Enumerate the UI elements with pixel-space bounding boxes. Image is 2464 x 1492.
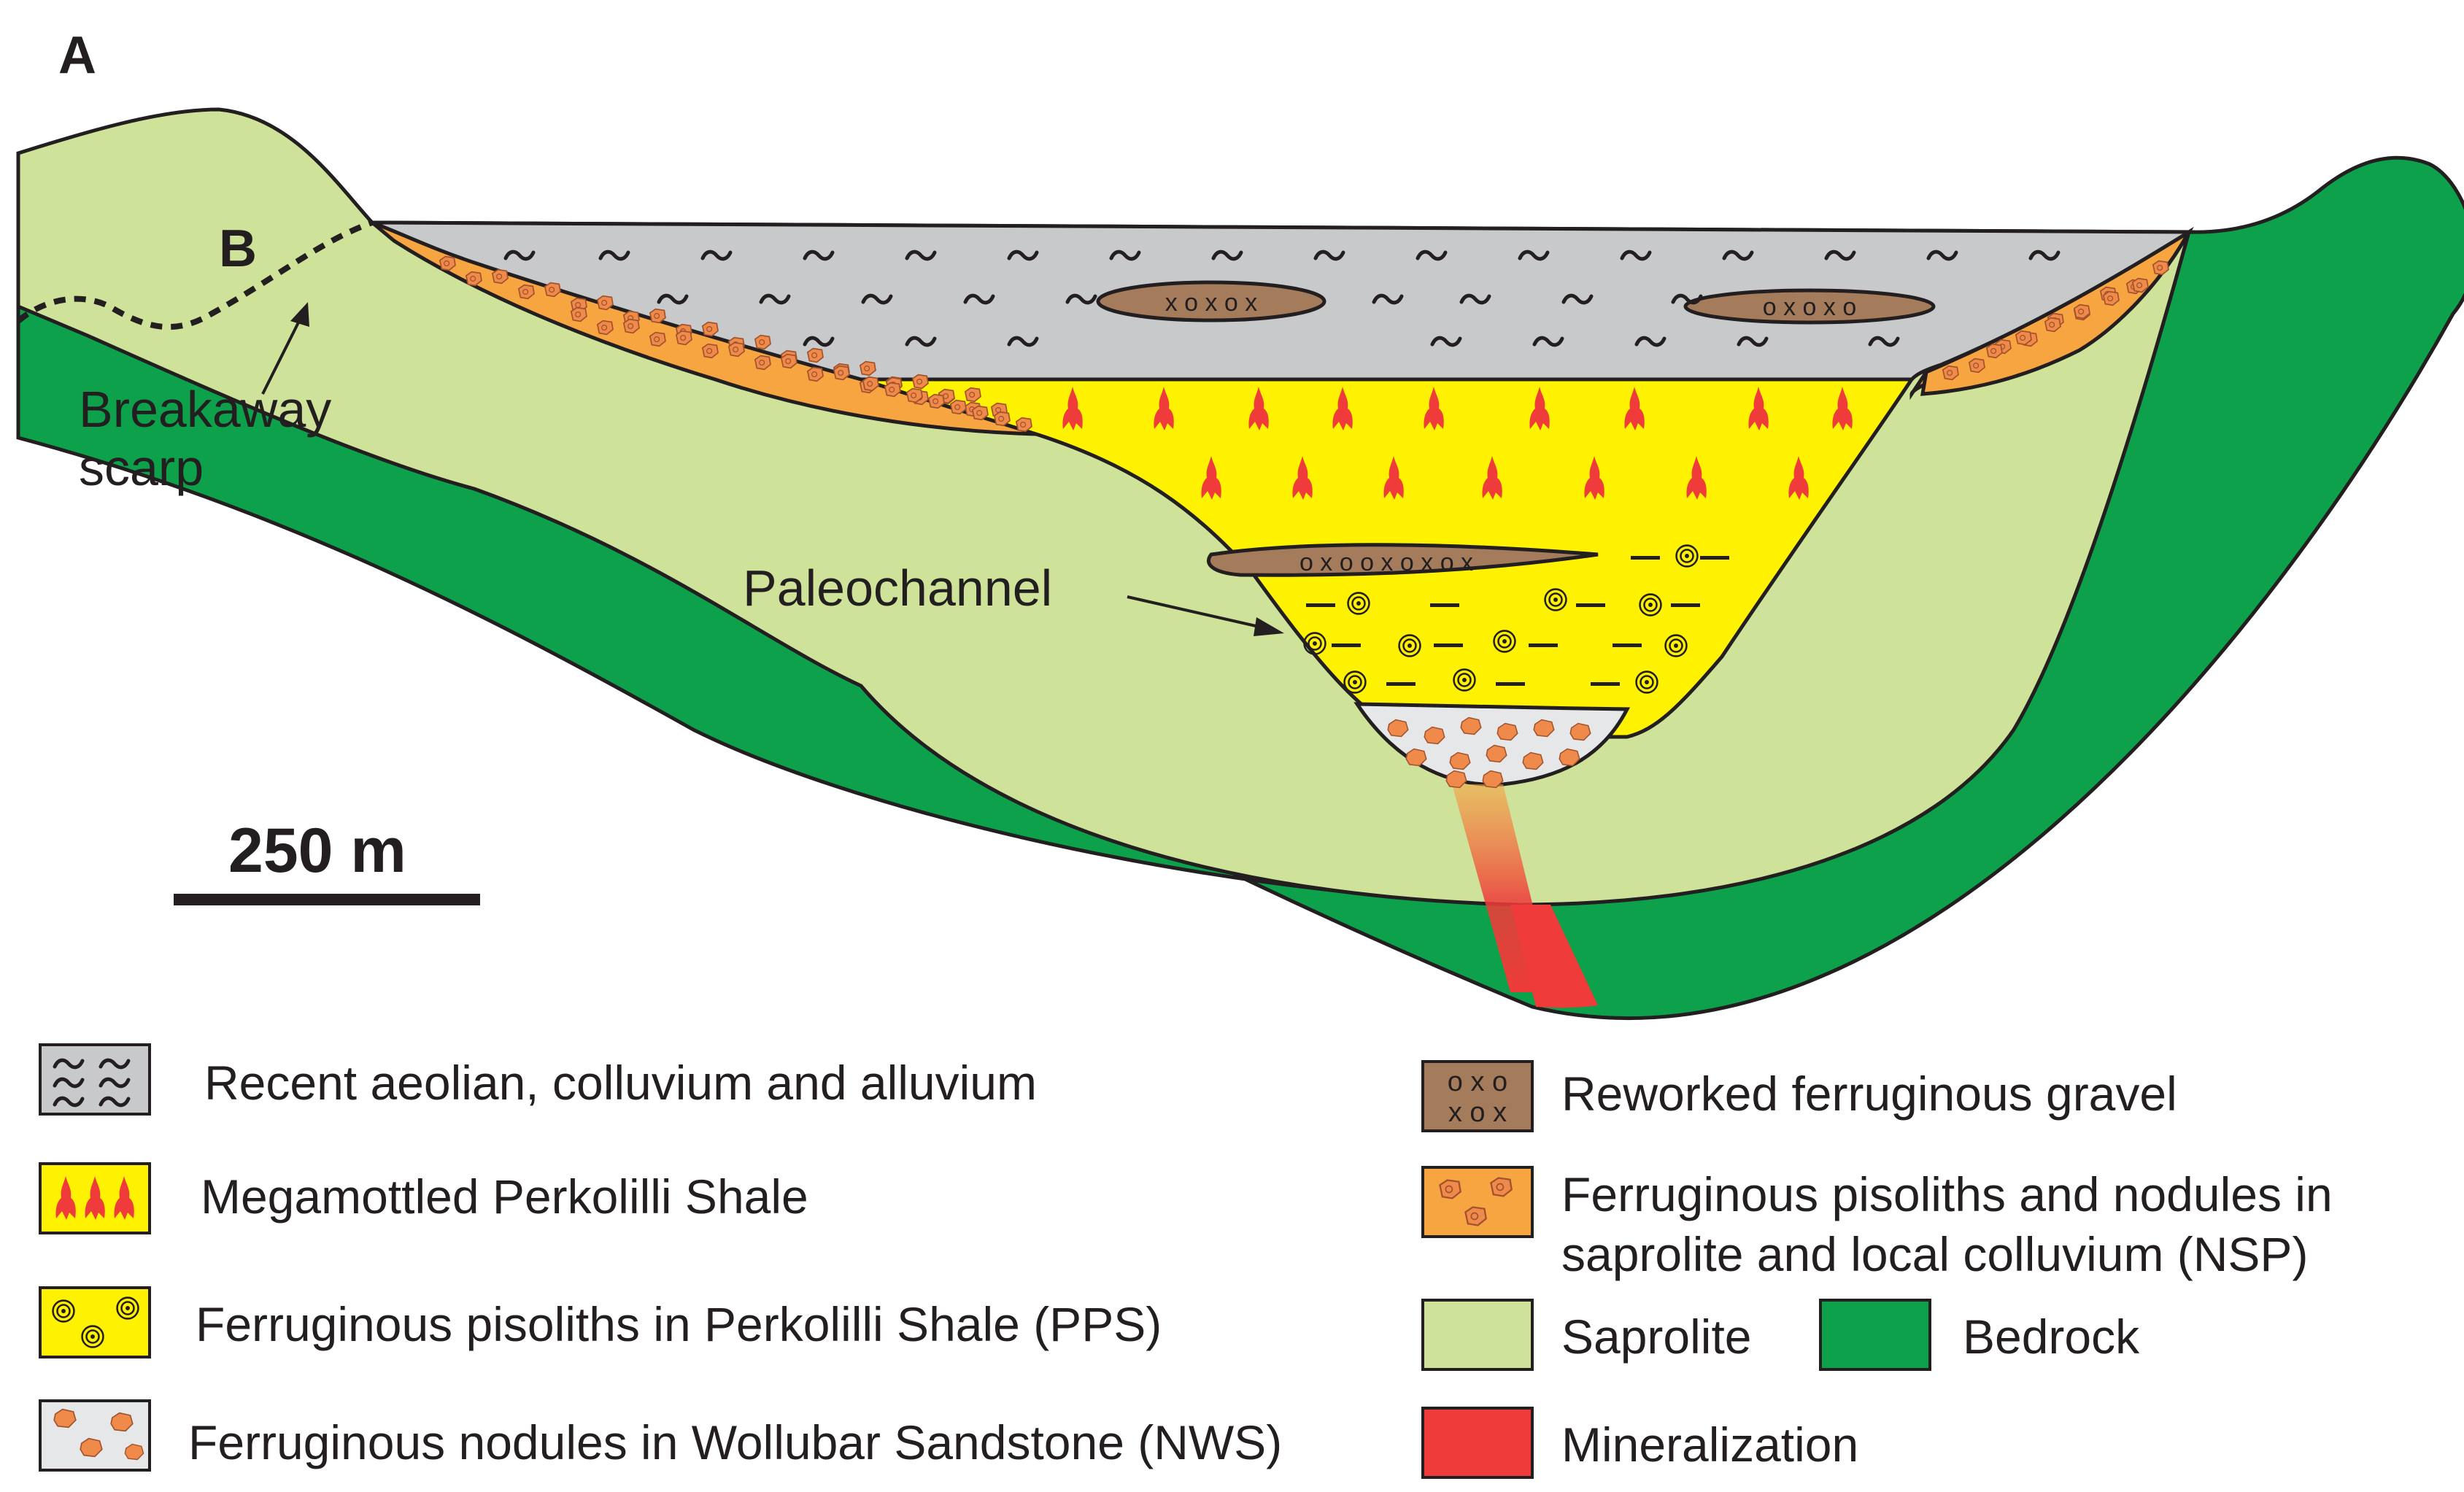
legend-item-megamottled: Megamottled Perkolilli Shale [39,1162,808,1234]
legend-swatch-nsp [1421,1166,1534,1238]
legend-gravel-symbols-1: o x o [1448,1067,1507,1097]
legend-item-gravel: o x o x o x Reworked ferruginous gravel [1421,1060,2177,1132]
shale-dash-mark [1430,603,1459,607]
legend-label-bedrock: Bedrock [1963,1310,2140,1364]
legend-label-gravel: Reworked ferruginous gravel [1561,1067,2177,1121]
legend-item-pps: Ferruginous pisoliths in Perkolilli Shal… [39,1286,1162,1358]
legend-swatch-saprolite [1421,1299,1534,1371]
legend-gravel-symbols-2: x o x [1448,1097,1507,1128]
legend-item-nws: Ferruginous nodules in Wollubar Sandston… [39,1399,1282,1472]
gravel-symbols: o x o o x o x o x [1299,549,1473,576]
shale-dash-mark [1496,682,1525,686]
gravel-symbols: x o x o x [1165,289,1258,317]
shale-dash-mark [1529,643,1558,647]
shale-dash-mark [1613,643,1642,647]
gravel-lens [1096,280,1326,322]
panel-label-b: B [219,220,257,278]
scale-bar [174,894,480,905]
legend-label-mineralization: Mineralization [1561,1418,1858,1472]
shale-dash-mark [1434,643,1463,647]
gravel-lens [1683,288,1936,325]
legend-item-nsp: Ferruginous pisoliths and nodules in sap… [1421,1166,2346,1281]
panel-label-a: A [58,26,96,85]
shale-dash-mark [1386,682,1416,686]
breakaway-scarp-label: Breakaway scarp [79,381,346,496]
legend-label-saprolite: Saprolite [1561,1310,1752,1364]
legend-label-recent: Recent aeolian, colluvium and alluvium [204,1056,1037,1110]
cross-section: x o x o x o x o x o o x o o x o x o x A … [16,26,2464,1020]
shale-dash-mark [1631,556,1660,560]
gravel-lens [1206,543,1599,577]
legend-item-mineralization: Mineralization [1421,1407,1858,1479]
legend-item-bedrock: Bedrock [1819,1299,2140,1371]
mineralization-vein [1510,905,1598,1008]
shale-dash-mark [1591,682,1620,686]
breakaway-boundary-line [16,220,374,331]
paleochannel-arrow [1127,595,1263,629]
breakaway-scarp-label-line1: Breakaway [79,381,331,438]
legend-swatch-bedrock [1819,1299,1931,1371]
legend-swatch-nws [39,1399,151,1472]
scale-bar-label: 250 m [228,816,406,886]
gravel-symbols: o x o x o [1763,293,1857,321]
pisolith-marks [1303,544,1729,694]
shale-dash-mark [1332,643,1361,647]
nws-layer [1353,702,1631,786]
legend-label-nws: Ferruginous nodules in Wollubar Sandston… [188,1415,1282,1469]
legend-label-nsp-line2: saprolite and local colluvium (NSP) [1561,1227,2308,1281]
legend-label-pps: Ferruginous pisoliths in Perkolilli Shal… [196,1297,1162,1351]
legend-label-nsp: Ferruginous pisoliths and nodules in sap… [1561,1167,2346,1281]
legend: Recent aeolian, colluvium and alluvium M… [39,1043,2346,1479]
legend-swatch-gravel [1421,1060,1534,1132]
paleochannel-label: Paleochannel [743,560,1052,616]
legend-item-saprolite: Saprolite [1421,1299,1752,1371]
shale-dash-mark [1306,603,1335,607]
legend-label-nsp-line1: Ferruginous pisoliths and nodules in [1561,1167,2333,1221]
breakaway-arrowhead [290,302,309,327]
legend-swatch-mineralization [1421,1407,1534,1479]
shale-dash-mark [1576,603,1605,607]
legend-label-megamottled: Megamottled Perkolilli Shale [201,1170,808,1224]
shale-dash-mark [1700,556,1729,560]
breakaway-scarp-label-line2: scarp [79,439,204,496]
legend-item-recent: Recent aeolian, colluvium and alluvium [39,1043,1037,1116]
shale-dash-mark [1671,603,1700,607]
paleochannel-arrowhead [1254,617,1284,636]
legend-swatch-pps [39,1286,151,1358]
breakaway-arrow [261,320,301,395]
